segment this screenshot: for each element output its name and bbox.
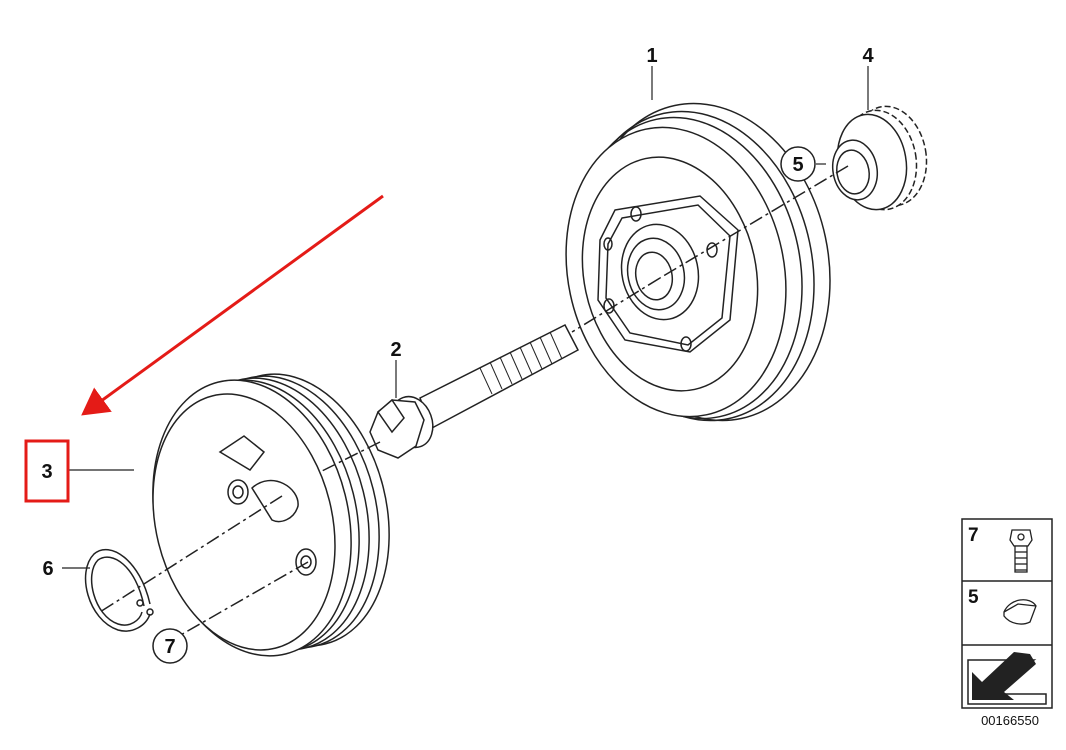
sprocket-gear-icon [831,105,928,211]
bolt-icon [1009,529,1033,573]
assembly-axis-lines [99,165,849,641]
woodruff-key-icon [1003,599,1037,625]
callout-2: 2 [390,339,401,361]
callout-6: 6 [42,558,53,580]
reference-number: 00166550 [981,713,1039,728]
central-bolt-icon [369,323,580,459]
belt-pulley-icon [152,373,390,657]
legend-box: 7 5 [961,518,1053,709]
callout-3-highlight-box [24,439,70,503]
circlip-icon [84,548,154,632]
legend-label-7: 7 [968,525,979,546]
callout-7-circle [152,628,188,664]
red-pointer-arrow [81,194,384,416]
callout-4: 4 [862,45,874,67]
callout-5: 5 [792,154,803,176]
callout-1: 1 [646,45,657,67]
callout-5-circle [780,146,816,182]
legend-label-5: 5 [968,587,979,608]
callout-7: 7 [164,636,175,658]
direction-arrow-icon [967,652,1047,705]
leader-lines [62,66,869,569]
callout-3: 3 [41,461,52,483]
vibration-damper-icon [565,102,831,422]
